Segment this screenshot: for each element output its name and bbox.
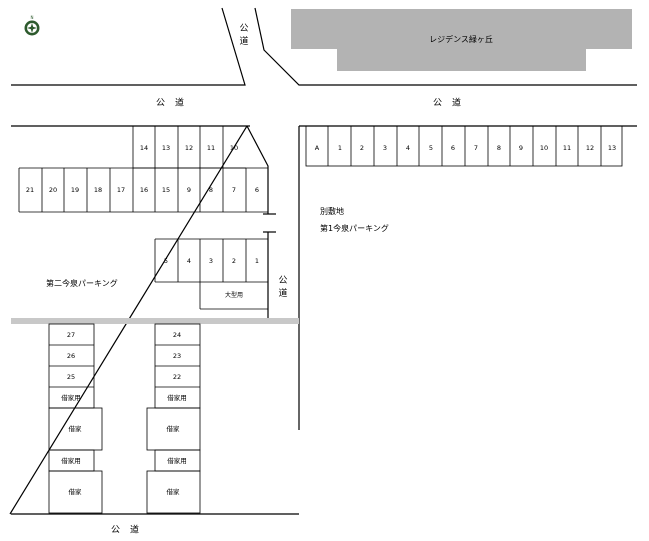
residence-building-upper <box>291 9 632 49</box>
space-label: 17 <box>116 185 126 194</box>
space-label: 2 <box>359 143 365 152</box>
space-label: 9 <box>186 185 192 194</box>
space-label: 借家 <box>68 424 82 433</box>
road-label-right-vertical: 公道 <box>278 276 288 299</box>
road-label-top-right: 公道 <box>432 98 472 109</box>
space-label: 19 <box>70 185 80 194</box>
middle-stalls <box>154 238 268 310</box>
space-label: 借家 <box>166 424 180 433</box>
space-label: A <box>314 143 320 152</box>
column-b-stalls <box>146 323 201 514</box>
space-label: 借家用 <box>61 456 81 465</box>
first-parking-label: 第1今泉パーキング <box>320 224 389 233</box>
space-label: 21 <box>25 185 35 194</box>
space-label: 10 <box>539 143 549 152</box>
space-label: 3 <box>208 256 214 265</box>
space-label: 23 <box>172 351 182 360</box>
residence-building-lower <box>337 49 586 71</box>
right-row-stalls <box>305 125 623 167</box>
space-label: 10 <box>229 143 239 152</box>
space-label: 5 <box>428 143 434 152</box>
left-lower-stalls <box>18 167 268 213</box>
space-label: 8 <box>496 143 502 152</box>
column-a-stalls <box>48 323 103 514</box>
building-name: レジデンス緑ヶ丘 <box>429 35 493 44</box>
road-label-bottom: 公道 <box>110 525 150 536</box>
space-label: 18 <box>93 185 103 194</box>
space-label: 4 <box>186 256 192 265</box>
road-lines <box>9 7 637 515</box>
space-label: 3 <box>382 143 388 152</box>
space-label: 6 <box>450 143 456 152</box>
space-label: 7 <box>231 185 237 194</box>
space-label: 6 <box>254 185 260 194</box>
large-vehicle-label: 大型用 <box>224 292 244 299</box>
space-label: 20 <box>48 185 58 194</box>
space-label: 9 <box>518 143 524 152</box>
space-label: 15 <box>161 185 171 194</box>
space-label: 2 <box>231 256 237 265</box>
space-label: 25 <box>66 372 76 381</box>
compass-icon: N <box>24 15 40 36</box>
space-label: 5 <box>163 256 169 265</box>
space-label: 14 <box>139 143 149 152</box>
space-label: 26 <box>66 351 76 360</box>
space-label: 27 <box>66 330 76 339</box>
space-label: 借家 <box>68 487 82 496</box>
space-label: 12 <box>585 143 595 152</box>
space-label: 13 <box>607 143 617 152</box>
svg-text:N: N <box>31 15 34 20</box>
space-label: 7 <box>473 143 479 152</box>
space-label: 1 <box>337 143 343 152</box>
second-parking-label: 第二今泉パーキング <box>46 279 118 288</box>
space-label: 11 <box>206 143 216 152</box>
space-label: 12 <box>184 143 194 152</box>
space-label: 1 <box>254 256 260 265</box>
space-label: 11 <box>562 143 572 152</box>
space-label: 借家用 <box>61 393 81 402</box>
space-label: 借家用 <box>167 456 187 465</box>
space-label: 13 <box>161 143 171 152</box>
space-label: 4 <box>405 143 411 152</box>
annex-label: 別敷地 <box>320 207 344 216</box>
space-label: 8 <box>208 185 214 194</box>
space-label: 16 <box>139 185 149 194</box>
separator-band <box>11 318 299 324</box>
space-label: 借家用 <box>167 393 187 402</box>
space-label: 24 <box>172 330 182 339</box>
space-label: 借家 <box>166 487 180 496</box>
road-label-top-vertical: 公道 <box>239 24 249 47</box>
space-label: 22 <box>172 372 182 381</box>
road-label-top-left: 公道 <box>155 98 195 109</box>
